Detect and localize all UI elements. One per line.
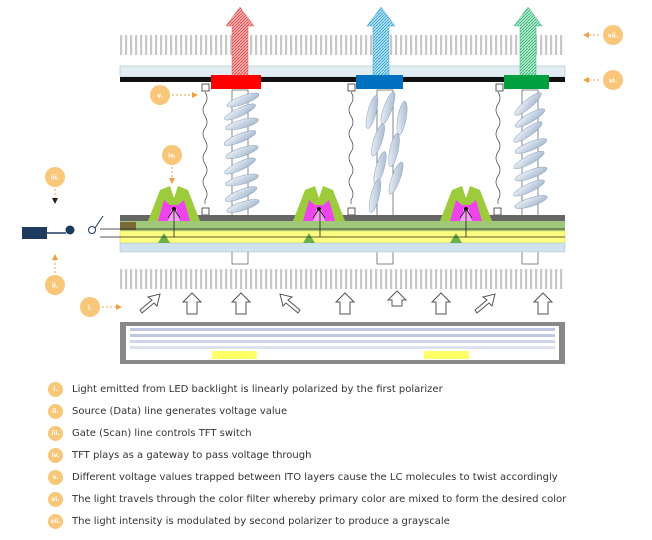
bottom-glass: [119, 242, 566, 253]
callout-iv: iv.: [162, 145, 182, 184]
top-glass: [119, 65, 566, 78]
callout-iii: iii.: [45, 167, 65, 204]
svg-text:iii.: iii.: [51, 175, 59, 182]
legend-item: vii. The light intensity is modulated by…: [48, 510, 648, 532]
legend-text: Gate (Scan) line controls TFT switch: [72, 427, 252, 439]
switch-lever: [94, 215, 104, 229]
backlight-arrows: [139, 290, 554, 315]
legend-number: vii.: [48, 513, 63, 529]
legend-number: iii.: [48, 425, 63, 441]
legend-text: Different voltage values trapped between…: [72, 471, 558, 483]
legend-number: i.: [48, 381, 63, 397]
svg-text:vi.: vi.: [609, 78, 617, 85]
lc-alignment-layer: [120, 221, 565, 231]
callout-i: i.: [80, 297, 122, 317]
callout-v: v.: [150, 85, 198, 105]
lc-molecules-red: [222, 89, 261, 216]
legend-item: ii. Source (Data) line generates voltage…: [48, 400, 648, 422]
callout-ii: ii.: [45, 254, 65, 295]
legend-item: iii. Gate (Scan) line controls TFT switc…: [48, 422, 648, 444]
callout-vi: vi.: [583, 70, 623, 90]
callout-vii: vii.: [583, 25, 623, 45]
svg-text:iv.: iv.: [168, 153, 176, 160]
led-backlight: [120, 322, 565, 364]
legend-text: Light emitted from LED backlight is line…: [72, 383, 443, 395]
svg-text:ii.: ii.: [52, 283, 58, 290]
lc-molecules-blue: [363, 90, 410, 214]
green-light-arrow: [513, 6, 543, 76]
tft-switch: [88, 226, 96, 234]
bottom-polarizer: [120, 269, 565, 289]
red-color-filter: [211, 75, 261, 89]
legend-number: vi.: [48, 491, 63, 507]
legend-text: Source (Data) line generates voltage val…: [72, 405, 288, 417]
blue-color-filter: [356, 75, 403, 89]
red-light-arrow: [225, 6, 255, 76]
legend-item: v. Different voltage values trapped betw…: [48, 466, 648, 488]
legend-text: TFT plays as a gateway to pass voltage t…: [72, 449, 312, 461]
source-data-line-connector: [22, 227, 47, 239]
top-electrodes: [201, 83, 504, 216]
legend-number: v.: [48, 469, 63, 485]
legend-number: iv.: [48, 447, 63, 463]
legend-item: iv. TFT plays as a gateway to pass volta…: [48, 444, 648, 466]
blue-light-arrow: [366, 6, 396, 76]
legend-item: vi. The light travels through the color …: [48, 488, 648, 510]
green-color-filter: [504, 75, 549, 89]
legend-item: i. Light emitted from LED backlight is l…: [48, 378, 648, 400]
gate-node: [65, 225, 75, 235]
legend: i. Light emitted from LED backlight is l…: [48, 378, 648, 532]
top-polarizer: [120, 35, 565, 55]
lc-molecules-green: [511, 89, 549, 212]
lcd-structure-diagram: vii. vi. v. iv. iii. ii. i.: [22, 6, 623, 364]
legend-number: ii.: [48, 403, 63, 419]
black-matrix: [120, 77, 565, 82]
gate-data-lines: [100, 209, 565, 238]
legend-text: The light intensity is modulated by seco…: [72, 515, 450, 527]
legend-text: The light travels through the color filt…: [72, 493, 567, 505]
svg-text:v.: v.: [157, 93, 163, 100]
svg-text:vii.: vii.: [608, 33, 618, 40]
svg-text:i.: i.: [88, 305, 92, 312]
electrode-wires: [202, 91, 501, 204]
